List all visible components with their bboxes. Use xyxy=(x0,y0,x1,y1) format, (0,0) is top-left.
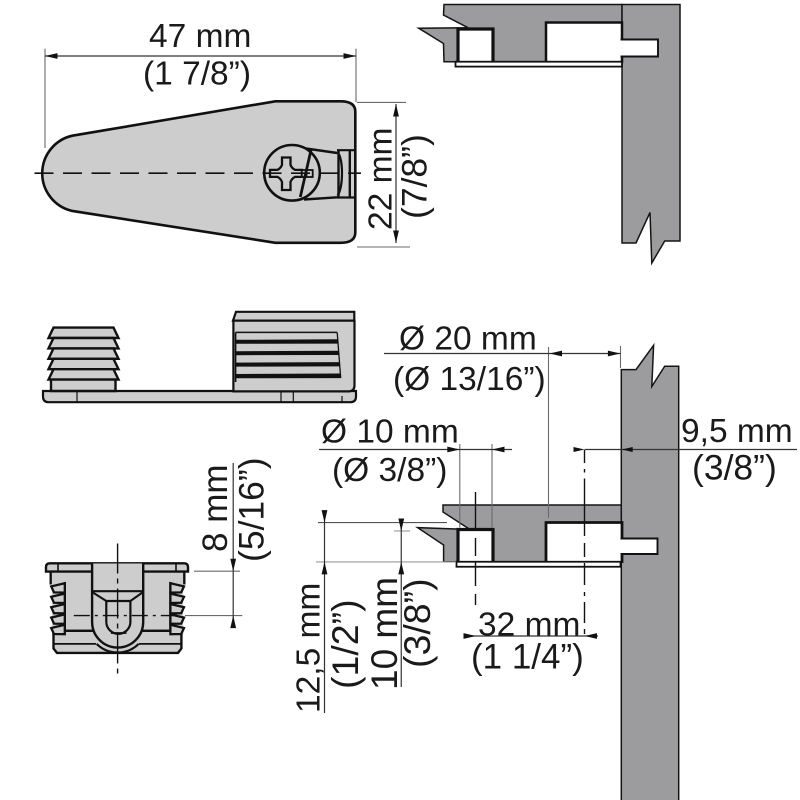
svg-text:(1 1/4”): (1 1/4”) xyxy=(471,637,584,676)
svg-text:32 mm: 32 mm xyxy=(478,606,580,643)
svg-text:12,5 mm: 12,5 mm xyxy=(291,583,328,713)
svg-text:10 mm: 10 mm xyxy=(364,577,405,690)
svg-text:(Ø 3/8”): (Ø 3/8”) xyxy=(332,452,447,489)
svg-text:9,5 mm: 9,5 mm xyxy=(681,413,793,450)
svg-text:Ø 10 mm: Ø 10 mm xyxy=(321,414,459,451)
svg-text:(5/16”): (5/16”) xyxy=(232,457,272,562)
svg-text:8 mm: 8 mm xyxy=(196,465,235,553)
svg-text:Ø 20 mm: Ø 20 mm xyxy=(399,321,537,358)
svg-text:22 mm: 22 mm xyxy=(363,128,400,230)
svg-text:(1 7/8”): (1 7/8”) xyxy=(143,56,251,93)
svg-text:(3/8”): (3/8”) xyxy=(396,578,438,668)
svg-text:47 mm: 47 mm xyxy=(149,18,251,55)
svg-text:(Ø 13/16”): (Ø 13/16”) xyxy=(393,361,546,398)
svg-text:(1/2”): (1/2”) xyxy=(324,599,366,689)
svg-text:(3/8”): (3/8”) xyxy=(692,448,777,488)
svg-text:(7/8”): (7/8”) xyxy=(395,134,435,219)
